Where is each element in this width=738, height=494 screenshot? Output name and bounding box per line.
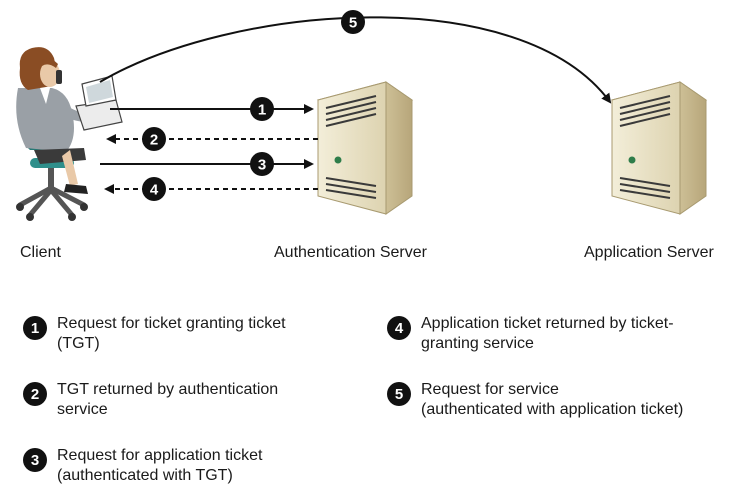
legend-text-5: Request for service (authenticated with … — [421, 381, 684, 418]
legend-badge-4: 4 — [387, 316, 411, 340]
legend-badge-1: 1 — [23, 316, 47, 340]
legend-text-2: TGT returned by authentication service — [57, 381, 279, 418]
svg-text:4: 4 — [150, 182, 159, 199]
legend-item-step-5: 5 Request for service (authenticated wit… — [387, 380, 683, 420]
svg-text:5: 5 — [349, 15, 357, 32]
legend-item-step-2: 2 TGT returned by authentication service — [23, 380, 278, 420]
legend-badge-5: 5 — [387, 382, 411, 406]
authentication-server-label: Authentication Server — [274, 244, 427, 261]
svg-text:2: 2 — [150, 132, 158, 149]
badge-step-5: 5 — [341, 10, 365, 34]
badge-step-2: 2 — [142, 127, 166, 151]
legend-badge-3: 3 — [23, 448, 47, 472]
svg-text:1: 1 — [258, 102, 266, 119]
badge-step-4: 4 — [142, 177, 166, 201]
application-server-icon — [610, 81, 708, 215]
application-server-label: Application Server — [584, 244, 714, 261]
legend-text-3: Request for application ticket (authenti… — [57, 447, 263, 484]
client-icon — [16, 47, 123, 221]
legend-text-4: Application ticket returned by ticket- g… — [421, 315, 674, 352]
client-label: Client — [20, 244, 61, 261]
legend-item-step-4: 4 Application ticket returned by ticket-… — [387, 314, 674, 354]
legend-badge-2: 2 — [23, 382, 47, 406]
arrow-step-5 — [99, 16, 612, 104]
badge-step-1: 1 — [250, 97, 274, 121]
authentication-server-icon — [316, 81, 414, 215]
legend-item-step-1: 1 Request for ticket granting ticket (TG… — [23, 314, 286, 354]
svg-text:3: 3 — [258, 157, 266, 174]
legend-item-step-3: 3 Request for application ticket (authen… — [23, 446, 262, 486]
badge-step-3: 3 — [250, 152, 274, 176]
legend-text-1: Request for ticket granting ticket (TGT) — [57, 315, 286, 352]
